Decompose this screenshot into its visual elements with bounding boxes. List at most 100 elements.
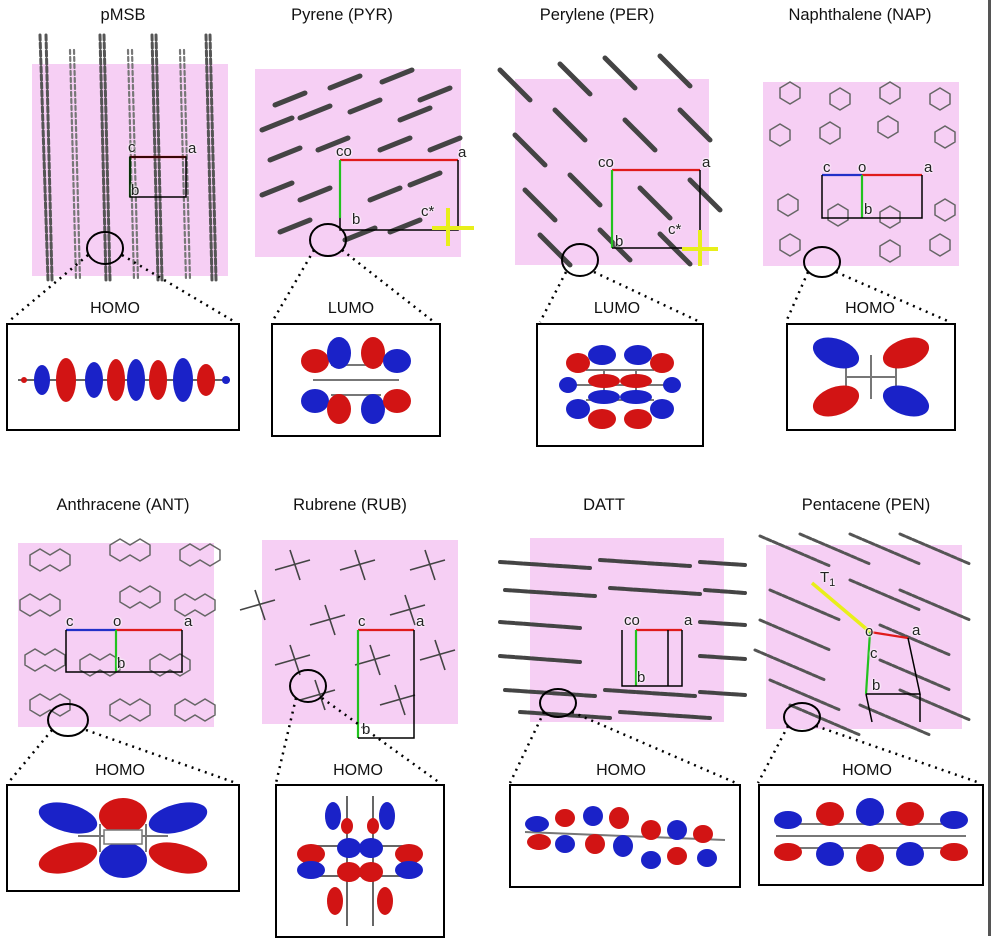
axis-label-b-pyrene: b: [352, 211, 361, 228]
orbital-box-perylene: [536, 323, 704, 447]
axis-a-pentacene: [869, 630, 909, 640]
orbital-box-datt: [509, 784, 741, 888]
axis-label-a-pentacene: a: [912, 622, 921, 639]
axis-label-t1-pentacene: T1: [820, 569, 836, 589]
axis-label-cstar-pyrene: c*: [421, 203, 435, 220]
unit-cell-pyrene: [339, 160, 459, 231]
panel-title-pmsb: pMSB: [100, 6, 146, 24]
callout-line-left-perylene: [538, 271, 568, 323]
unit-cell-rubrene: [358, 630, 415, 739]
callout-line-right-pentacene: [815, 724, 981, 785]
callout-circle-pyrene: [309, 223, 347, 257]
callout-circle-datt: [539, 688, 577, 718]
orbital-pyrene-svg: [301, 337, 411, 424]
unit-cell-pentacene: [865, 637, 921, 723]
crystal-cell-rubrene: [262, 540, 458, 724]
molecule-stack-pyrene: [259, 67, 463, 243]
axis-label-c-pmsb: c: [128, 139, 136, 156]
orbital-pmsb-svg: [18, 358, 230, 402]
callout-line-right-datt: [571, 710, 737, 785]
axis-label-b-anthracene: b: [117, 655, 126, 672]
panel-title-anthracene: Anthracene (ANT): [56, 496, 190, 514]
orbital-box-pmsb: [6, 323, 240, 431]
orbital-anthracene-svg: [38, 798, 208, 878]
callout-line-right-pmsb: [121, 253, 236, 324]
axis-label-a-pmsb: a: [188, 140, 197, 157]
orbital-label-perylene: LUMO: [593, 300, 641, 317]
callout-line-left-anthracene: [7, 729, 53, 784]
orbital-label-pmsb: HOMO: [90, 300, 140, 317]
callout-circle-pmsb: [86, 231, 124, 265]
orbital-label-pyrene: LUMO: [327, 300, 375, 317]
axis-label-b-rubrene: b: [362, 721, 371, 738]
axis-t1-pentacene: [810, 581, 872, 634]
callout-circle-anthracene: [47, 703, 89, 737]
axis-label-a-perylene: a: [702, 154, 711, 171]
callout-circle-naphthalene: [803, 246, 841, 278]
orbital-lobes-pyrene: [301, 337, 411, 424]
axis-label-a-anthracene: a: [184, 613, 193, 630]
orbital-label-rubrene: HOMO: [333, 762, 383, 779]
orbital-lobes-anthracene: [38, 798, 208, 878]
orbital-lobes-naphthalene: [812, 337, 930, 417]
orbital-lobes-datt: [525, 806, 717, 869]
axis-label-co-pyrene: co: [336, 143, 352, 160]
orbital-lobes-rubrene: [297, 802, 423, 915]
unit-cell-anthracene: [65, 630, 183, 673]
callout-circle-pentacene: [783, 702, 821, 732]
molecule-stack-naphthalene: [769, 81, 956, 263]
axis-label-a-pyrene: a: [458, 144, 467, 161]
unit-cell-datt: [621, 630, 683, 687]
orbital-rubrene-svg: [297, 796, 423, 926]
orbital-box-pyrene: [271, 323, 441, 437]
orbital-box-anthracene: [6, 784, 240, 892]
orbital-label-naphthalene: HOMO: [845, 300, 895, 317]
callout-line-left-pentacene: [756, 725, 790, 784]
axis-label-a-rubrene: a: [416, 613, 425, 630]
axis-label-c-naphthalene: c: [823, 159, 831, 176]
axis-label-c-pentacene: c: [870, 645, 878, 662]
orbital-label-datt: HOMO: [596, 762, 646, 779]
axis-label-cstar-perylene: c*: [668, 221, 682, 238]
panel-title-pentacene: Pentacene (PEN): [801, 496, 931, 514]
panel-title-pyrene: Pyrene (PYR): [291, 6, 393, 24]
callout-circle-rubrene: [289, 669, 327, 703]
panel-title-datt: DATT: [583, 496, 625, 514]
orbital-pentacene-svg: [774, 798, 968, 872]
orbital-naphthalene-svg: [812, 337, 930, 417]
axis-label-co-datt: co: [624, 612, 640, 629]
molecule-stack-datt: [498, 558, 747, 720]
axis-label-b-datt: b: [637, 669, 646, 686]
molecule-stack-rubrene: [239, 549, 456, 716]
axis-label-b-naphthalene: b: [864, 201, 873, 218]
orbital-perylene-svg: [559, 345, 681, 429]
orbital-label-pentacene: HOMO: [842, 762, 892, 779]
orbital-lobes-pmsb: [21, 358, 230, 402]
axis-label-o-anthracene: o: [113, 613, 122, 630]
orbital-datt-svg: [524, 806, 726, 869]
orbital-box-rubrene: [275, 784, 445, 938]
panel-title-naphthalene: Naphthalene (NAP): [788, 6, 932, 24]
orbital-label-anthracene: HOMO: [95, 762, 145, 779]
axis-label-a-naphthalene: a: [924, 159, 933, 176]
axis-label-b-pmsb: b: [131, 182, 140, 199]
molecule-stack-perylene: [497, 53, 723, 268]
panel-title-rubrene: Rubrene (RUB): [293, 496, 407, 514]
unit-cell-naphthalene: [821, 175, 923, 219]
orbital-lobes-perylene: [559, 345, 681, 429]
molecule-stack-pentacene: [753, 532, 972, 737]
axis-label-c-rubrene: c: [358, 613, 366, 630]
axis-label-b-pentacene: b: [872, 677, 881, 694]
orbital-box-naphthalene: [786, 323, 956, 431]
panel-title-perylene: Perylene (PER): [539, 6, 655, 24]
axis-label-b-perylene: b: [615, 233, 624, 250]
